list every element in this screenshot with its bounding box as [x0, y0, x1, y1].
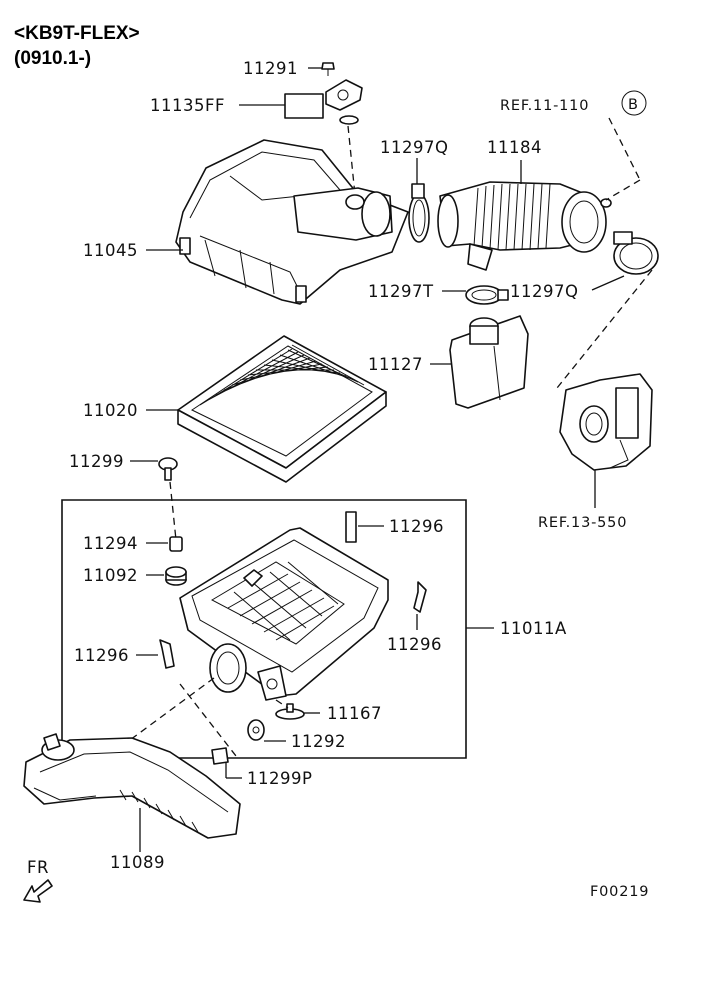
label-11296-right: 11296 — [387, 635, 442, 654]
label-11297Q-top: 11297Q — [380, 138, 448, 157]
air-cleaner-cover-11045 — [175, 139, 409, 305]
label-11292: 11292 — [291, 732, 346, 751]
label-11294: 11294 — [83, 534, 138, 553]
label-11135FF: 11135FF — [150, 96, 225, 115]
label-11092: 11092 — [83, 566, 138, 585]
clip-11296-top — [345, 511, 357, 543]
label-11299P: 11299P — [247, 769, 312, 788]
grommet-11092 — [165, 566, 187, 586]
screw-11291 — [321, 62, 335, 76]
assembly-11011A-outline — [61, 499, 467, 759]
ref-marker: B — [628, 97, 639, 113]
label-11089: 11089 — [110, 853, 165, 872]
air-filter-element-11020 — [177, 335, 387, 483]
period-header: (0910.1-) — [14, 48, 91, 69]
bushing-11294 — [169, 536, 183, 552]
label-11184: 11184 — [487, 138, 542, 157]
air-duct-11089 — [23, 733, 241, 839]
hose-clamp-11297Q-top — [408, 183, 430, 243]
figure-code: F00219 — [590, 884, 649, 900]
label-11296-left: 11296 — [74, 646, 129, 665]
hose-clamp-11297Q-right — [613, 231, 659, 275]
grommet-11292 — [247, 719, 265, 741]
label-11045: 11045 — [83, 241, 138, 260]
label-11167: 11167 — [327, 704, 382, 723]
clip-11296-left — [159, 639, 175, 669]
ref-13-550: REF.13-550 — [538, 515, 627, 531]
plug-11167 — [275, 703, 305, 720]
circled-letter-icon — [621, 90, 647, 116]
air-cleaner-case-11011A — [179, 527, 389, 701]
resonator-11127 — [449, 315, 529, 409]
label-11299: 11299 — [69, 452, 124, 471]
ref-11-110: REF.11-110 — [500, 98, 589, 114]
sensor-cover-11135FF — [284, 79, 363, 125]
label-11127: 11127 — [368, 355, 423, 374]
model-header: <KB9T-FLEX> — [14, 23, 140, 44]
front-arrow-icon — [23, 879, 53, 903]
intake-hose-11184 — [437, 181, 612, 271]
throttle-body-ref-13-550 — [559, 373, 653, 471]
label-11020: 11020 — [83, 401, 138, 420]
direction-label: FR — [27, 858, 49, 877]
clip-11296-right — [413, 581, 427, 613]
label-11291: 11291 — [243, 59, 298, 78]
label-11296-top: 11296 — [389, 517, 444, 536]
bolt-11299 — [158, 457, 178, 481]
label-11011A: 11011A — [500, 619, 567, 638]
hose-clamp-11297T — [465, 285, 509, 305]
label-11297Q-right: 11297Q — [510, 282, 578, 301]
label-11297T: 11297T — [368, 282, 434, 301]
